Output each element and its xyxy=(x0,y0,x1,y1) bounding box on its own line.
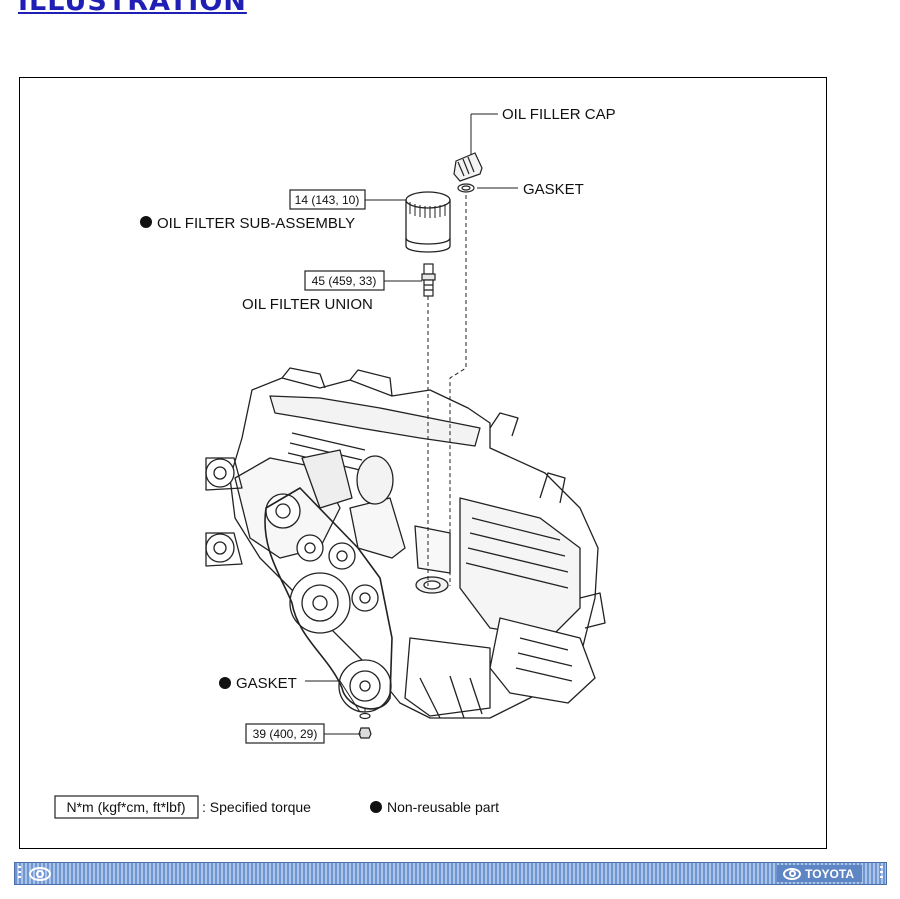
label-gasket-bottom: GASKET xyxy=(236,675,297,692)
grip-right-icon xyxy=(880,866,883,881)
torque-box-drain-plug xyxy=(245,723,325,744)
cap-center-line xyxy=(449,188,467,586)
torque-oil-filter: 14 (143, 10) xyxy=(295,193,360,207)
torque-box-oil-filter-union xyxy=(304,270,385,291)
label-oil-filter-union: OIL FILTER UNION xyxy=(242,296,373,313)
label-oil-filter-sub-assembly: OIL FILTER SUB-ASSEMBLY xyxy=(157,215,355,232)
legend-non-reusable-dot xyxy=(370,801,382,813)
label-gasket-top: GASKET xyxy=(523,181,584,198)
torque-drain-plug: 39 (400, 29) xyxy=(253,727,318,741)
legend-non-reusable-text: Non-reusable part xyxy=(387,799,499,815)
footer-bar: TOYOTA xyxy=(14,862,887,885)
drain-plug-drawing xyxy=(358,712,372,739)
oil-filler-cap-drawing xyxy=(453,152,483,193)
oil-filter-union-drawing xyxy=(421,263,436,297)
legend-torque-text: : Specified torque xyxy=(202,799,311,815)
brand-badge: TOYOTA xyxy=(777,865,862,882)
non-reusable-dot-filter xyxy=(140,216,152,228)
oil-system-illustration: OIL FILLER CAP GASKET OIL FILTER SUB-ASS… xyxy=(19,77,827,849)
legend: N*m (kgf*cm, ft*lbf) : Specified torque … xyxy=(54,795,499,819)
legend-torque-box xyxy=(54,795,199,819)
oil-filter-drawing xyxy=(405,191,451,253)
grip-left-icon xyxy=(18,866,21,881)
engine-drawing xyxy=(205,367,606,719)
brand-name: TOYOTA xyxy=(805,866,854,881)
non-reusable-dot-gasket xyxy=(219,677,231,689)
toyota-brand-emblem-icon xyxy=(783,867,802,880)
section-heading: ILLUSTRATION xyxy=(18,0,247,17)
label-oil-filler-cap: OIL FILLER CAP xyxy=(502,106,616,123)
legend-torque-unit: N*m (kgf*cm, ft*lbf) xyxy=(66,799,185,815)
toyota-emblem-icon xyxy=(29,866,51,881)
torque-box-oil-filter xyxy=(289,189,366,210)
torque-oil-filter-union: 45 (459, 33) xyxy=(312,274,377,288)
